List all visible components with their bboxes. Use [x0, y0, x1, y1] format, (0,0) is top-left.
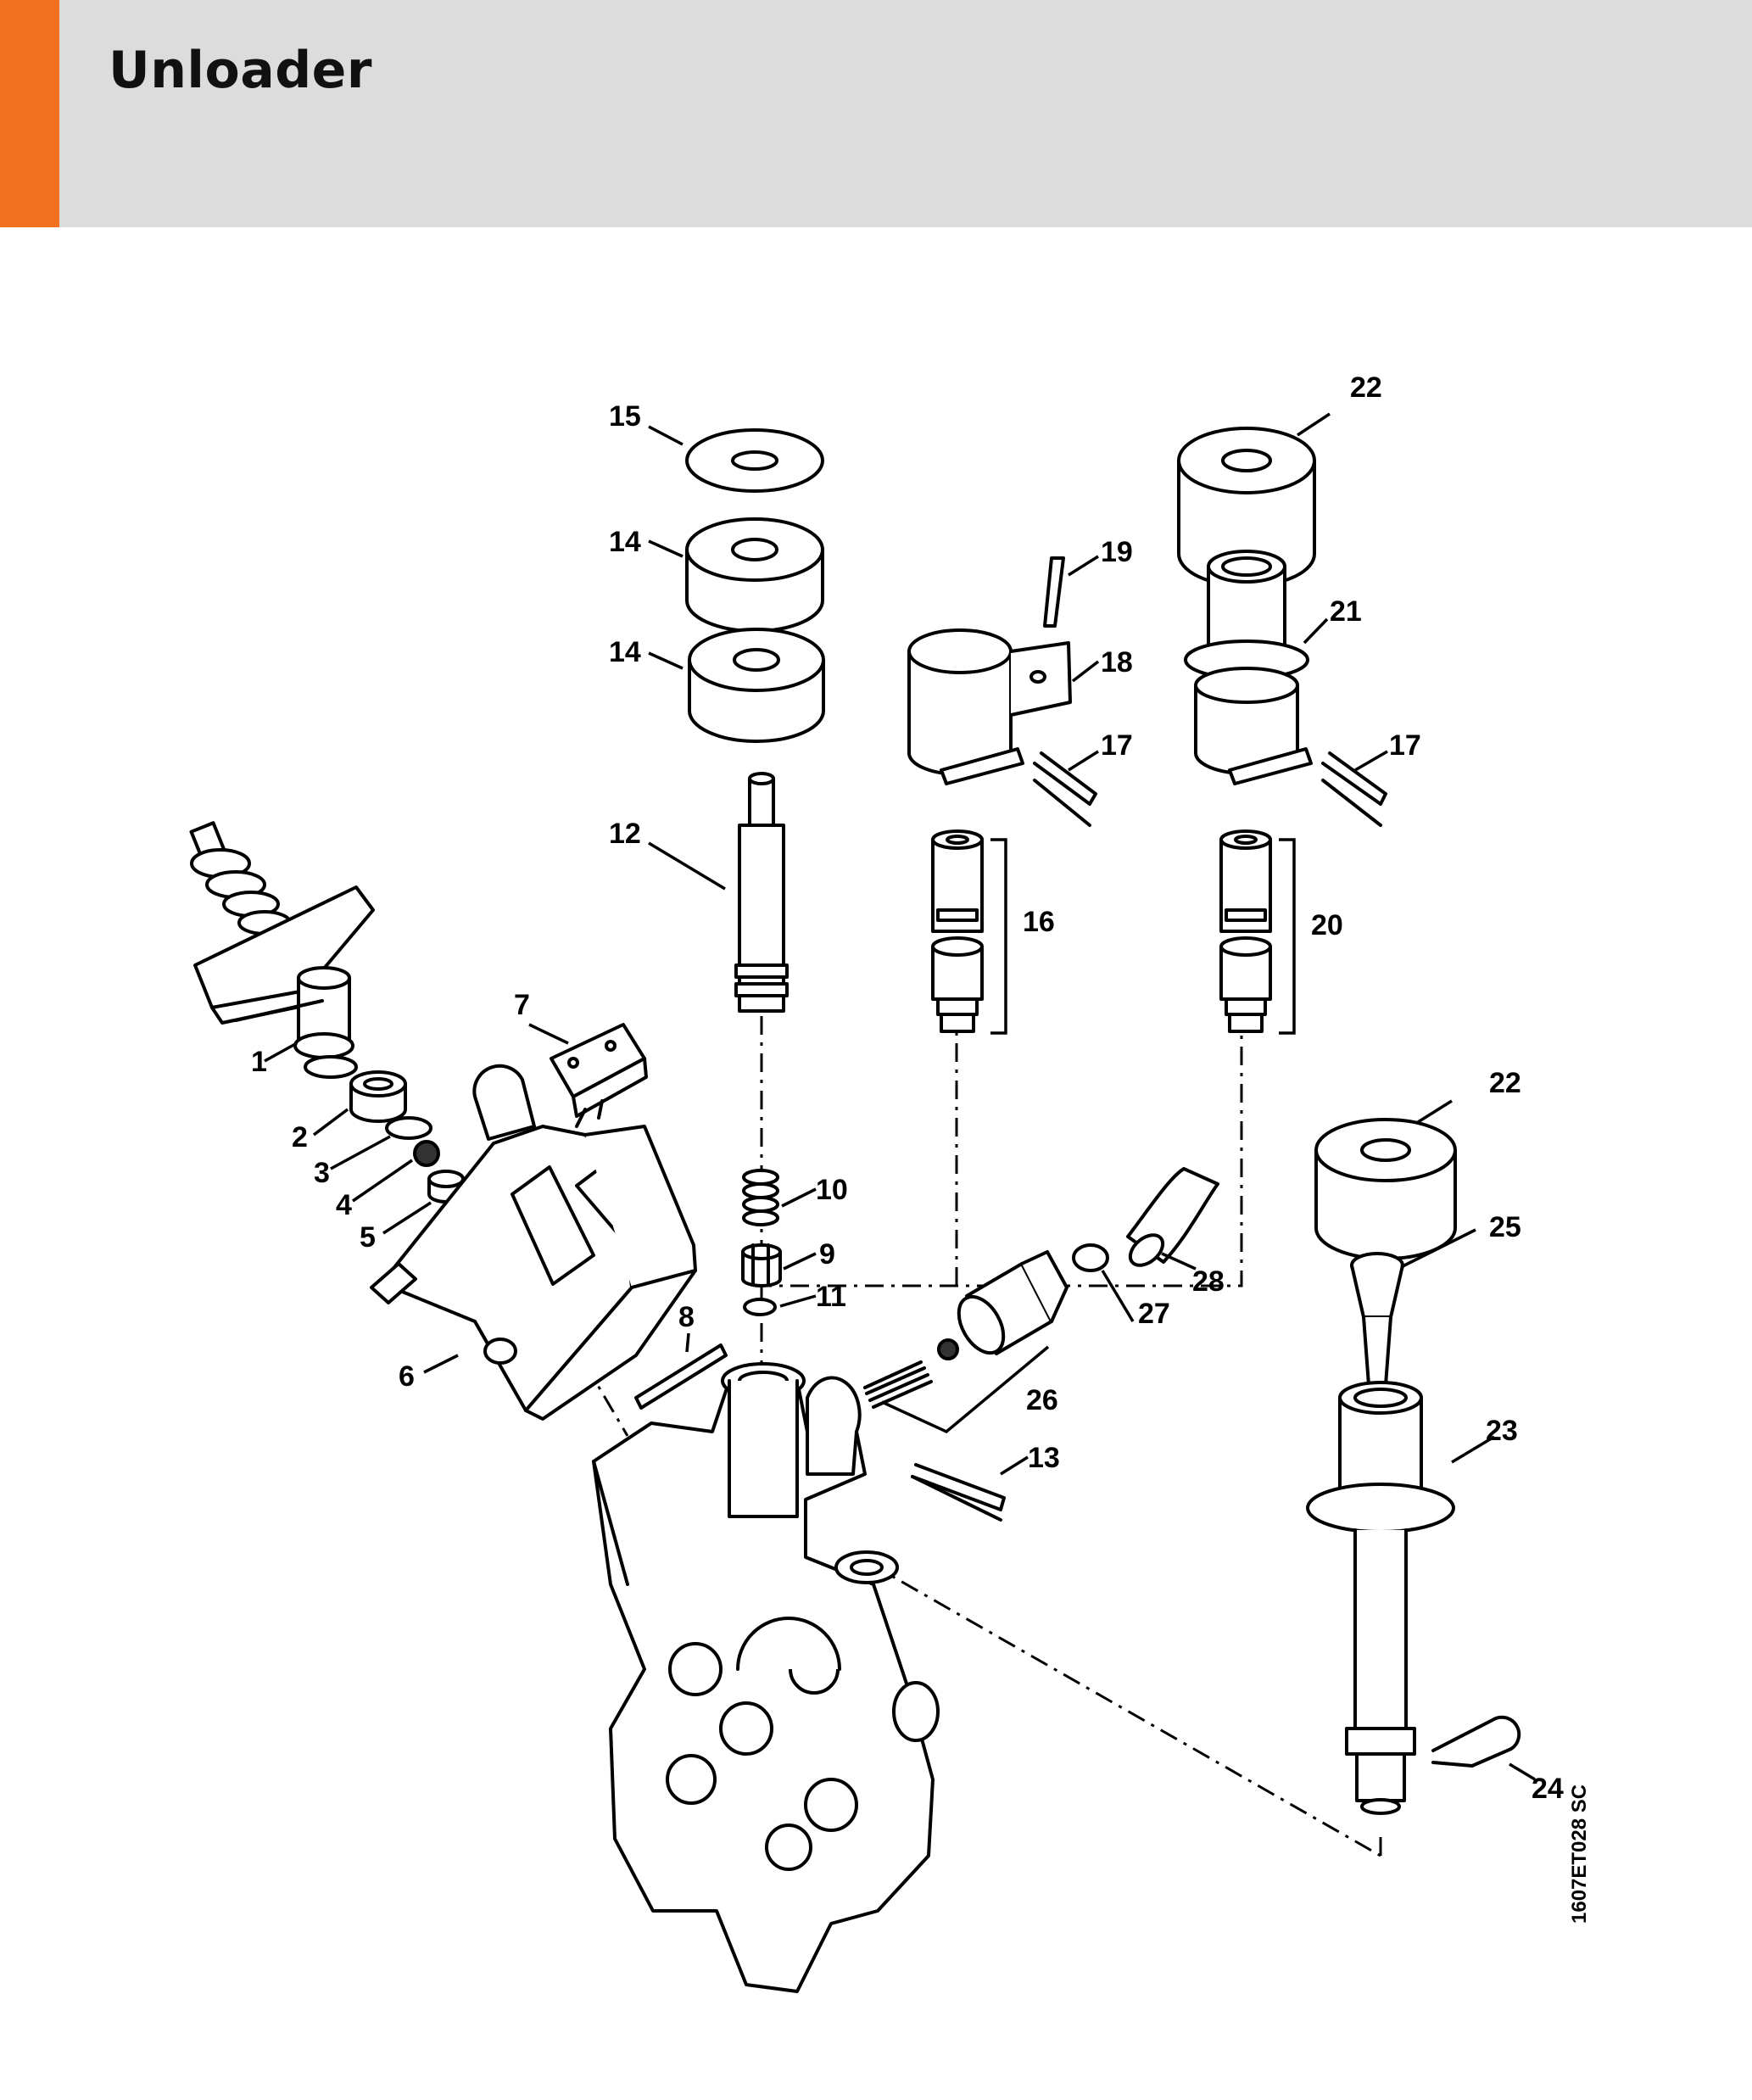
exploded-parts-diagram: 1 2 3 4 5 6 7 8 9 10 11 12 13 14 14 15 1… [189, 371, 1591, 1993]
diagram-reference-code: 1607ET028 SC [1568, 1784, 1591, 1924]
callout-labels: 1 2 3 4 5 6 7 8 9 10 11 12 13 14 14 15 1… [251, 371, 1564, 1805]
part-5-seat [427, 1170, 465, 1204]
part-10-spring [742, 1169, 779, 1226]
part-15-washer [685, 428, 824, 493]
part-14-ring-lower [688, 628, 825, 743]
callout-1: 1 [251, 1046, 267, 1078]
part-7-micro-switch [550, 1023, 648, 1128]
part-17-clip-left [1033, 751, 1097, 827]
part-25-nozzle-insert [1350, 1252, 1404, 1387]
part-18-valve-housing [907, 628, 1072, 785]
callout-6: 6 [399, 1360, 415, 1393]
callout-28: 28 [1192, 1265, 1225, 1298]
callout-23: 23 [1486, 1415, 1518, 1447]
callout-14-upper: 14 [609, 526, 641, 558]
part-11-o-ring [743, 1298, 777, 1316]
part-26-check-valve-set [863, 1250, 1068, 1409]
callout-3: 3 [314, 1157, 330, 1189]
header-accent-bar [0, 0, 59, 227]
part-17-clip-right [1321, 751, 1387, 827]
part-20-valve-cartridge [1219, 829, 1272, 1033]
part-8-pin [634, 1343, 728, 1410]
part-13-clip [911, 1463, 1006, 1522]
callout-2: 2 [292, 1121, 308, 1153]
pump-manifold-housing [592, 1362, 940, 1993]
part-19-pin [1043, 556, 1065, 628]
page-title: Unloader [109, 41, 372, 100]
callout-17-left: 17 [1101, 729, 1133, 762]
callout-14-lower: 14 [609, 636, 641, 668]
callout-26: 26 [1026, 1384, 1058, 1416]
part-24-u-clip [1431, 1715, 1521, 1768]
callout-20: 20 [1311, 909, 1343, 941]
part-3-o-ring [385, 1116, 432, 1140]
callout-5: 5 [360, 1221, 376, 1254]
part-14-ring-upper [685, 517, 824, 633]
header-band [0, 0, 1752, 227]
part-22-ring-lower [1314, 1118, 1457, 1260]
callout-24: 24 [1532, 1773, 1564, 1805]
part-27-clamp [1072, 1243, 1109, 1272]
part-28-hose [1126, 1167, 1219, 1267]
callout-19: 19 [1101, 536, 1133, 568]
part-12-piston-rod [734, 772, 789, 1013]
part-1-spring-assembly [189, 821, 375, 1079]
callout-12: 12 [609, 818, 641, 850]
callout-4: 4 [336, 1189, 352, 1221]
part-21-threaded-housing [1184, 550, 1313, 785]
part-23-threaded-tube [1306, 1381, 1455, 1815]
callout-10: 10 [816, 1174, 848, 1206]
part-16-valve-cartridge [931, 829, 984, 1033]
part-9-valve-insert [741, 1243, 782, 1287]
callout-22-lower: 22 [1489, 1067, 1521, 1099]
callout-25: 25 [1489, 1211, 1521, 1243]
callout-9: 9 [819, 1238, 835, 1271]
callout-17-right: 17 [1389, 729, 1421, 762]
callout-8: 8 [678, 1301, 695, 1333]
part-6-unloader-body [370, 1064, 697, 1421]
callout-27: 27 [1138, 1298, 1170, 1330]
part-2-nut [349, 1070, 407, 1123]
callout-15: 15 [609, 400, 641, 433]
part-4-ball [413, 1140, 440, 1167]
callout-21: 21 [1330, 595, 1362, 628]
leader-lines [264, 412, 1536, 1781]
callout-13: 13 [1028, 1442, 1060, 1474]
callout-11: 11 [816, 1281, 846, 1313]
callout-16: 16 [1023, 906, 1055, 938]
callout-22-upper: 22 [1350, 371, 1382, 404]
callout-7: 7 [514, 989, 530, 1021]
callout-18: 18 [1101, 646, 1133, 679]
